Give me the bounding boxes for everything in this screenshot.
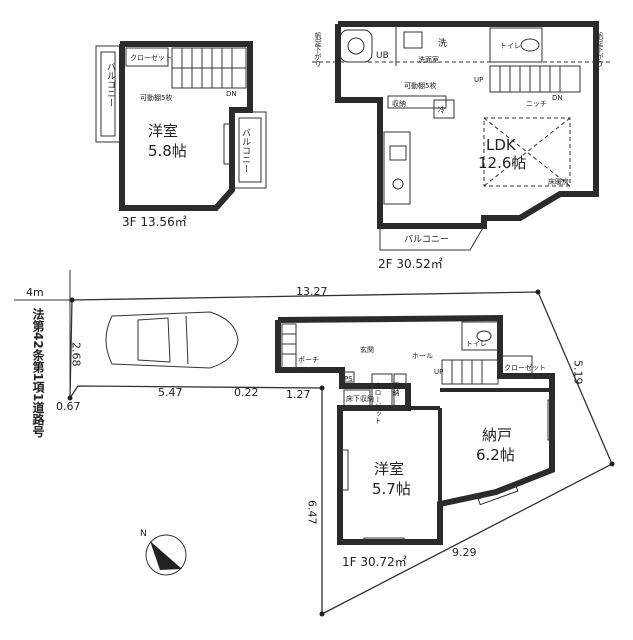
eave-right: 帆足下がり [596, 31, 604, 67]
dim-diag-left: 0.67 [56, 400, 81, 413]
closet2-label: クローゼット [504, 363, 546, 372]
floor-2f: UB 洗 洗面室 トイレ 帆足下がり 帆足下がり 可動棚5枚 収納 冷 UP D… [312, 21, 612, 271]
stair-2f-dn: DN [552, 94, 563, 102]
kitchen-counter [383, 131, 411, 205]
north-label: N [140, 529, 147, 539]
dim-left: 2.68 [70, 342, 83, 367]
closet1-label: クローゼット [374, 382, 382, 424]
shelf-3f-note: 可動棚5枚 [140, 93, 172, 102]
floor-3f-area: 3F 13.56㎡ [122, 215, 187, 229]
ps-label: PS [344, 375, 353, 383]
road-type: 法第42条第1項1道路号 [31, 307, 45, 438]
room1-size: 5.7帖 [372, 480, 411, 498]
room1-name: 洋室 [374, 460, 404, 478]
shelf-2f-note: 可動棚5枚 [404, 81, 436, 90]
sink [403, 31, 423, 49]
dim-top: 13.27 [296, 285, 328, 298]
niche-label: ニッチ [526, 100, 547, 108]
fridge-label: 冷 [438, 105, 445, 114]
washroom-label: 洗面室 [418, 55, 439, 64]
floor-heating-area [483, 117, 571, 187]
road-width: 4m [26, 286, 44, 299]
balcony-2f [379, 225, 485, 251]
floor-1f: ポーチ 玄関 ホール トイレ UP クローゼット PS 床下収納 クローゼット … [275, 314, 555, 569]
floor-3f: バルコニー クローゼット DN 可動棚5枚 バルコニー 洋室 5.8帖 3F 1… [95, 41, 267, 229]
storage-1f-label: 収納 [392, 382, 400, 397]
dim-vertical: 6.47 [306, 500, 319, 525]
balcony-right-3f [233, 111, 267, 189]
wash-label: 洗 [438, 37, 447, 49]
north-arrow-icon: N [140, 529, 187, 576]
bathtub [339, 29, 373, 63]
room-3f-walls [119, 41, 253, 211]
porch-label: ポーチ [298, 356, 319, 364]
dim-mid3: 1.27 [286, 388, 311, 401]
dim-mid1: 5.47 [158, 386, 183, 399]
floor-2f-area: 2F 30.52㎡ [378, 257, 443, 271]
ldk-size: 12.6帖 [478, 154, 526, 172]
stair-1f [441, 359, 499, 385]
stair-1f-up: UP [434, 368, 443, 376]
stair-2f [489, 65, 581, 93]
hall-label: ホール [412, 352, 433, 360]
room-3f-size: 5.8帖 [148, 142, 187, 160]
toilet-1f [461, 321, 499, 351]
floor-heat-label: 床暖房 [548, 177, 569, 186]
ldk-name: LDK [486, 136, 517, 154]
closet-1f-right [501, 355, 533, 379]
floor-2f-walls [335, 21, 599, 229]
floor-1f-walls [275, 314, 555, 545]
closet-3f-label: クローゼット [130, 53, 172, 62]
car-icon [105, 311, 239, 369]
toilet-2f-label: トイレ [500, 42, 521, 50]
room-3f-name: 洋室 [148, 122, 178, 140]
entrance-label: 玄関 [360, 345, 374, 354]
balcony-2f-label: バルコニー [404, 234, 449, 245]
ub-label: UB [376, 51, 389, 61]
dim-bottom: 9.29 [452, 546, 477, 559]
stair-3f-dn: DN [226, 90, 237, 98]
closet-1f [371, 373, 393, 407]
eave-left: 帆足下がり [314, 31, 322, 67]
fridge [433, 99, 455, 119]
porch-steps [281, 323, 297, 369]
balcony-right-label: バルコニー [240, 128, 251, 173]
room2-size: 6.2帖 [476, 446, 515, 464]
stair-2f-up: UP [474, 76, 483, 84]
stair-3f [171, 47, 247, 89]
storage-2f-label: 収納 [392, 99, 406, 108]
dim-right: 5.19 [572, 360, 585, 385]
floor-1f-area: 1F 30.72㎡ [342, 555, 407, 569]
dim-mid2: 0.22 [234, 386, 259, 399]
underfloor-storage [343, 389, 371, 407]
room2-name: 納戸 [482, 426, 512, 444]
storage-2f [387, 95, 447, 109]
underfloor-label: 床下収納 [346, 394, 374, 403]
balcony-left-label: バルコニー [105, 62, 116, 107]
toilet-1f-label: トイレ [466, 340, 487, 348]
closet-3f [125, 47, 169, 67]
storage-1f [393, 373, 407, 407]
